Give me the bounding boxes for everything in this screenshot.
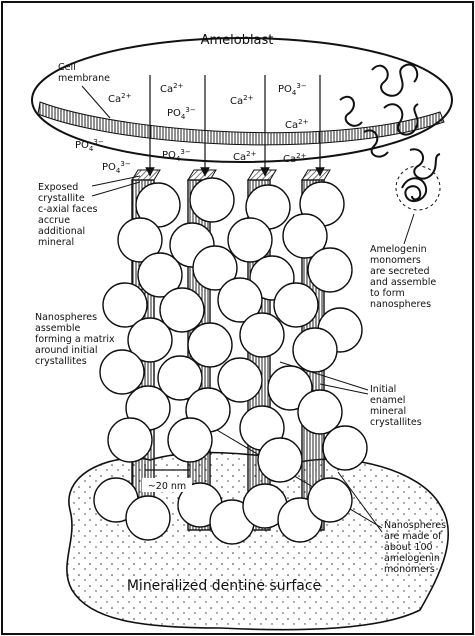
svg-text:additional: additional <box>38 226 85 237</box>
dentine-label: Mineralized dentine surface <box>127 578 321 594</box>
svg-text:amelogenin: amelogenin <box>384 553 440 564</box>
svg-text:monomers: monomers <box>384 564 435 575</box>
svg-text:and assemble: and assemble <box>370 277 436 288</box>
svg-text:monomers: monomers <box>370 255 421 266</box>
svg-text:are secreted: are secreted <box>370 266 430 277</box>
svg-text:~20 nm: ~20 nm <box>148 481 186 492</box>
svg-text:accrue: accrue <box>38 215 70 226</box>
ameloblast-label: Ameloblast <box>201 33 274 48</box>
svg-text:forming a matrix: forming a matrix <box>35 334 115 345</box>
svg-text:Initial: Initial <box>370 384 396 395</box>
svg-text:to form: to form <box>370 288 405 299</box>
svg-text:Nanospheres: Nanospheres <box>35 312 97 323</box>
nanosphere <box>308 478 352 522</box>
nanosphere <box>108 418 152 462</box>
nanosphere <box>274 283 318 327</box>
svg-text:Exposed: Exposed <box>38 182 78 193</box>
svg-text:crystallites: crystallites <box>370 417 422 428</box>
svg-text:c-axial faces: c-axial faces <box>38 204 97 215</box>
nanosphere <box>308 248 352 292</box>
svg-text:mineral: mineral <box>370 406 406 417</box>
nanosphere <box>298 390 342 434</box>
svg-text:crystallites: crystallites <box>35 356 87 367</box>
svg-text:nanospheres: nanospheres <box>370 299 431 310</box>
svg-text:enamel: enamel <box>370 395 405 406</box>
nanosphere <box>293 328 337 372</box>
nanosphere <box>323 426 367 470</box>
svg-text:membrane: membrane <box>58 73 110 84</box>
nanosphere <box>168 418 212 462</box>
nanosphere <box>240 313 284 357</box>
nanosphere <box>190 178 234 222</box>
nanosphere <box>228 218 272 262</box>
nanosphere <box>126 496 170 540</box>
svg-text:crystallite: crystallite <box>38 193 85 204</box>
svg-text:Nanospheres: Nanospheres <box>384 520 446 531</box>
svg-text:assemble: assemble <box>35 323 80 334</box>
svg-text:mineral: mineral <box>38 237 74 248</box>
nanosphere <box>100 350 144 394</box>
svg-text:Amelogenin: Amelogenin <box>370 244 427 255</box>
svg-text:are made of: are made of <box>384 531 442 542</box>
svg-text:Cell: Cell <box>58 62 76 73</box>
svg-text:around initial: around initial <box>35 345 98 356</box>
nanosphere <box>258 438 302 482</box>
nanosphere <box>188 323 232 367</box>
svg-text:about 100: about 100 <box>384 542 433 553</box>
